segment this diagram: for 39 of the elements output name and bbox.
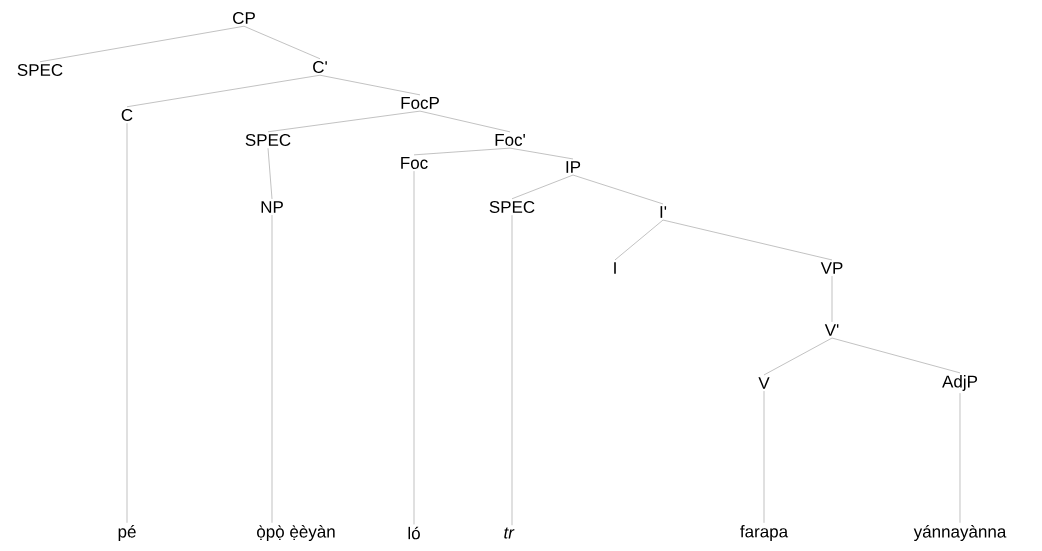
category-label: SPEC (245, 133, 291, 146)
tree-branch (572, 174, 664, 205)
category-label: V' (824, 324, 839, 336)
category-label: Foc' (495, 134, 525, 146)
tree-branch (511, 174, 574, 200)
tree-branch (39, 25, 245, 63)
tree-branch (509, 147, 574, 160)
word-label: ọ̀pọ̀ ẹ̀èyàn (257, 524, 335, 541)
word-label: ló (408, 526, 420, 540)
category-label: SPEC (489, 200, 535, 213)
tree-branch (413, 147, 511, 156)
category-label: FocP (401, 97, 439, 109)
tree-branch (243, 25, 321, 60)
word-label: yánnayànna (913, 524, 1007, 541)
category-label: NP (261, 201, 283, 213)
tree-branch (763, 337, 833, 376)
category-label: C' (313, 60, 327, 73)
category-label: C (121, 108, 133, 121)
tree-branch (831, 337, 961, 374)
category-label: Foc (401, 157, 428, 169)
tree-branch (959, 392, 961, 524)
word-label: tr (504, 527, 515, 539)
tree-branch (126, 74, 321, 108)
tree-branch (267, 147, 273, 200)
category-label: V (758, 377, 770, 389)
tree-branch (319, 74, 421, 96)
category-label: I (614, 262, 616, 274)
tree-branch (419, 110, 511, 133)
tree-branch (267, 110, 421, 133)
tree-branch (614, 219, 664, 261)
category-label: AdjP (942, 375, 978, 391)
tree-branch (662, 219, 833, 261)
category-label: VP (820, 262, 843, 274)
word-label: pé (118, 524, 136, 541)
category-label: SPEC (17, 63, 63, 76)
category-label: IP (566, 161, 581, 173)
word-label: farapa (740, 525, 789, 541)
category-label: I' (660, 206, 667, 218)
category-label: CP (233, 11, 255, 24)
